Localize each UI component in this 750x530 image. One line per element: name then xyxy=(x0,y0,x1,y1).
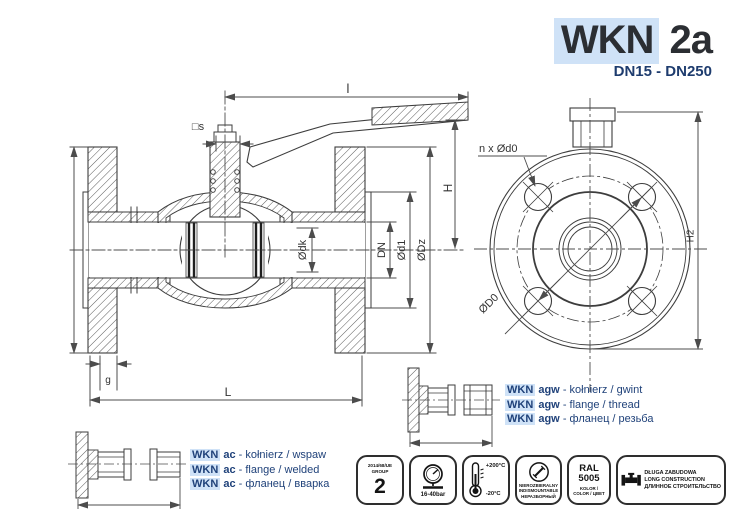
h2-dimension xyxy=(593,111,703,350)
ped-directive: 2014/68/UE xyxy=(367,463,393,469)
variant-model: WKN xyxy=(190,463,221,476)
construction-line3: ДЛИННОЕ СТРОИТЕЛЬСТВО xyxy=(644,484,721,491)
variant-desc: - flange / welded xyxy=(238,463,320,476)
nondismountable-line1: NIEROZBIERALNY xyxy=(518,482,559,488)
variant-line: WKN ac - kołnierz / wspaw xyxy=(190,448,329,463)
dim-label-dk: Ødk xyxy=(297,239,309,260)
flanged-valve-icon xyxy=(621,472,641,486)
color-badge: RAL 5005 KOLOR / COLOR / ЦВЕТ xyxy=(567,455,611,505)
certification-badges: 2014/68/UE GROUP 2 16-40bar +200°C -20°C xyxy=(356,455,726,505)
dim-label-DN: DN xyxy=(376,242,388,258)
temperature-badge: +200°C -20°C xyxy=(462,455,510,505)
front-label-D0: ØD0 xyxy=(477,292,501,316)
ral-system: RAL xyxy=(579,462,599,474)
color-label-2: COLOR / ЦВЕТ xyxy=(573,491,605,496)
nondismountable-line2: INDISMOUNTABLE xyxy=(518,488,559,494)
variant-model: WKN xyxy=(190,449,221,461)
thermometer-icon xyxy=(469,462,484,498)
handle-lever xyxy=(246,101,469,168)
variant-desc: - фланец / резьба xyxy=(562,413,654,425)
variant-line: WKN agw - фланец / резьба xyxy=(505,412,653,427)
dim-label-s: □s xyxy=(192,121,205,133)
color-label-1: KOLOR / xyxy=(579,485,599,491)
construction-line2: LONG CONSTRUCTION xyxy=(644,476,705,483)
variant-desc: - фланец / вварка xyxy=(238,478,330,490)
model-variant: 2a xyxy=(669,18,713,62)
variant-agw-drawing xyxy=(402,367,500,447)
variant-model: WKN xyxy=(505,413,536,425)
right-flange xyxy=(334,146,372,354)
pressure-range: 16-40bar xyxy=(420,491,446,498)
dim-label-g: g xyxy=(105,375,111,386)
flange-front-view: n x Ød0 ØD0 H2 xyxy=(474,98,710,392)
variant-ac-drawing xyxy=(68,431,188,509)
nondismountable-icon xyxy=(528,461,549,482)
variant-line: WKN agw - flange / thread xyxy=(505,398,653,413)
temperature-min: -20°C xyxy=(485,491,501,497)
variant-model: WKN xyxy=(505,384,536,396)
variant-code: ac xyxy=(223,463,236,476)
front-label-n-d0: n x Ød0 xyxy=(479,143,518,155)
variant-agw-labels: WKN agw - kołnierz / gwint WKN agw - fla… xyxy=(505,383,653,427)
pressure-badge: 16-40bar xyxy=(409,455,457,505)
pressure-gauge-icon xyxy=(423,463,443,489)
page-title: WKN 2a xyxy=(553,18,713,64)
valve-cross-section: l □s H Ødk DN Ød1 ØDz g L xyxy=(69,81,469,407)
variant-code: agw xyxy=(538,384,560,396)
size-range: DN15 - DN250 xyxy=(613,63,712,80)
temperature-max: +200°C xyxy=(485,463,506,469)
variant-code: agw xyxy=(538,413,560,425)
dim-label-d1: Ød1 xyxy=(396,240,408,261)
dim-label-H: H xyxy=(441,184,455,193)
variant-ac-labels: WKN ac - kołnierz / wspaw WKN ac - flang… xyxy=(190,448,329,492)
long-construction-badge: DŁUGA ZABUDOWA LONG CONSTRUCTION ДЛИННОЕ… xyxy=(616,455,726,505)
title-block: WKN 2a DN15 - DN250 xyxy=(553,18,713,80)
bore-lines xyxy=(87,221,366,279)
dim-label-l: l xyxy=(347,81,350,96)
model-name-highlight: WKN xyxy=(553,18,660,64)
variant-desc: - kołnierz / gwint xyxy=(562,384,643,396)
variant-model: WKN xyxy=(505,398,536,411)
variant-code: ac xyxy=(223,478,236,490)
front-label-H2: H2 xyxy=(686,229,697,242)
variant-code: agw xyxy=(538,398,560,411)
variant-model: WKN xyxy=(190,478,221,490)
bolt-hole-leader xyxy=(478,155,547,187)
front-view-centerlines xyxy=(474,98,710,392)
dim-label-L: L xyxy=(225,385,232,399)
variant-desc: - flange / thread xyxy=(562,398,640,411)
dim-label-Dz: ØDz xyxy=(416,239,428,261)
variant-line: WKN ac - фланец / вварка xyxy=(190,477,329,492)
ped-group-label: GROUP xyxy=(371,469,389,474)
variant-line: WKN ac - flange / welded xyxy=(190,463,329,478)
ped-group-badge: 2014/68/UE GROUP 2 xyxy=(356,455,404,505)
bolt-circle-dimension xyxy=(504,188,651,335)
nondismountable-badge: NIEROZBIERALNY INDISMOUNTABLE НЕРАЗБОРНЫ… xyxy=(515,455,562,505)
centerlines xyxy=(69,90,465,258)
nondismountable-line3: НЕРАЗБОРНЫЙ xyxy=(521,493,556,499)
valve-body xyxy=(157,191,293,309)
ped-group-number: 2 xyxy=(374,474,386,498)
variant-desc: - kołnierz / wspaw xyxy=(238,449,327,461)
variant-code: ac xyxy=(223,449,236,461)
ral-code: 5005 xyxy=(578,472,600,484)
construction-line1: DŁUGA ZABUDOWA xyxy=(644,469,697,476)
variant-line: WKN agw - kołnierz / gwint xyxy=(505,383,653,398)
